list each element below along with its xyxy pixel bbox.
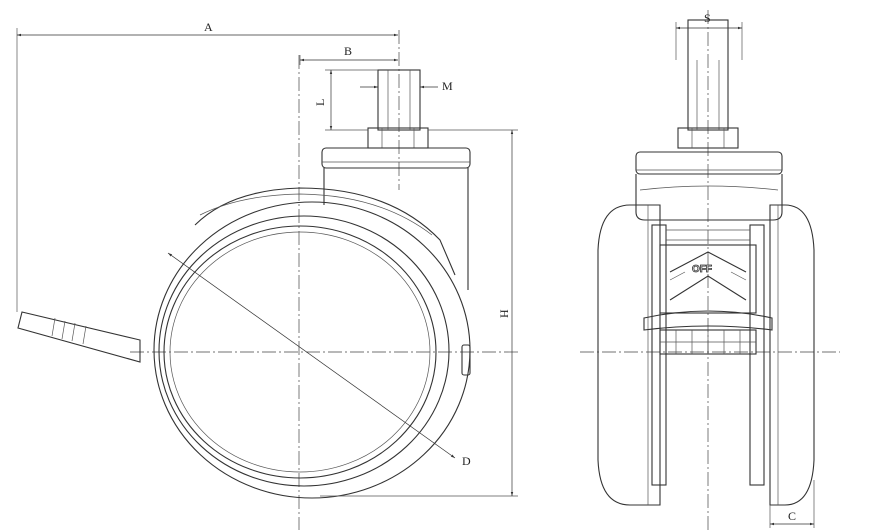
hex-nut xyxy=(367,127,429,149)
brake-off-label: OFF xyxy=(692,264,712,275)
dim-l-label: L xyxy=(313,99,327,106)
dim-h-label: H xyxy=(497,309,511,318)
stem xyxy=(377,69,421,131)
chevron-icon xyxy=(669,251,747,301)
dim-a-label: A xyxy=(204,20,213,34)
front-top-plate xyxy=(635,151,783,175)
dim-b-label: B xyxy=(344,44,352,58)
brake-pedal xyxy=(643,310,773,331)
dim-m-label: M xyxy=(442,79,453,93)
dim-c-label: C xyxy=(788,509,796,523)
side-view: D A B M L H xyxy=(16,20,520,530)
front-view: S OFF C xyxy=(580,10,840,530)
body xyxy=(323,168,469,290)
wheel-hood xyxy=(194,187,456,276)
brake-plate xyxy=(659,244,757,314)
top-plate xyxy=(321,147,471,169)
brake-lever xyxy=(17,311,141,363)
left-tire xyxy=(597,204,661,506)
right-tire xyxy=(769,204,815,506)
dim-d-label: D xyxy=(462,454,471,468)
wheel-outer xyxy=(153,201,471,499)
dim-s-label: S xyxy=(704,11,711,25)
